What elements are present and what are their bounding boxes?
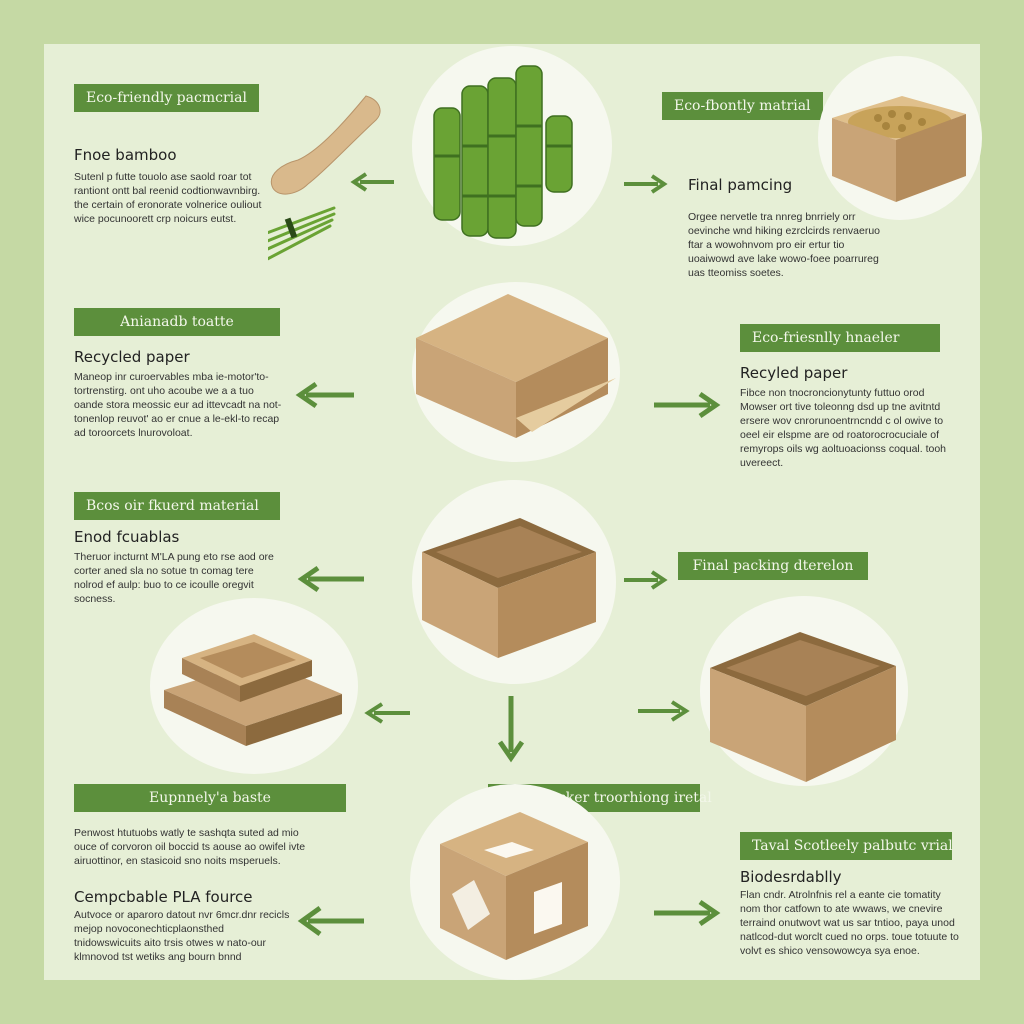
shipping-box-icon [422,518,596,658]
body-recycled-paper-left: Maneop inr curoervables mba ie-motor'to-… [74,371,282,439]
bamboo-icon [433,65,573,239]
body-bamboo: Sutenl p futte touolo ase saold roar tot… [74,171,262,225]
body-compostable-pla: Autvoce or aparoro datout nvr 6mcr.dnr r… [74,909,290,963]
body-section-4: Penwost htutuobs watly te sashqta suted … [74,827,306,867]
bamboo-spoon-icon [268,95,381,261]
arrow-icon [624,174,668,194]
tag-eco-friendly-material-right: Eco-fbontly matrial [662,92,823,120]
tray-icon [164,634,342,746]
pellet-box-icon [832,96,966,202]
tag-section-2: Anianadb toatte [74,308,280,336]
tag-final-packing-direction: Final packing dterelon [678,552,868,580]
arrow-icon [624,570,668,590]
body-section-3: Theruor incturnt M'LA pung eto rse aod o… [74,551,274,605]
arrow-icon [654,391,721,419]
arrow-icon [654,899,721,927]
cube-box-icon [440,812,588,960]
heading-final-packing: Final pamcing [688,176,793,194]
heading-recycled-paper-left: Recycled paper [74,348,190,366]
arrow-icon [295,381,354,409]
heading-section-3: Enod fcuablas [74,528,180,546]
arrow-icon [350,172,394,192]
body-biodegradably: Flan cndr. Atrolnfnis rel a eante cie to… [740,889,959,957]
tag-section-4: Eupnnely'a baste [74,784,346,812]
arrow-icon [297,905,364,937]
open-box-right-icon [710,632,896,782]
body-recycled-paper-right: Fibce non tnocroncionytunty futtuo orod … [740,387,947,469]
heading-bamboo: Fnoe bamboo [74,146,177,164]
tag-section-final: Taval Scotleely palbutc vrial [740,832,953,860]
open-box-icon [416,294,616,438]
body-final-packing: Orgee nervetle tra nnreg bnrriely orr oe… [688,211,881,279]
heading-biodegradably: Biodesrdablly [740,868,842,886]
arrow-icon [297,565,364,593]
arrow-icon [364,702,410,724]
tag-eco-friendly-material: Eco-friendly pacmcrial [74,84,259,112]
arrow-icon [497,696,525,763]
heading-recycled-paper-right: Recyled paper [740,364,848,382]
tag-section-3: Bcos oir fkuerd material [74,492,280,520]
arrow-icon [638,700,690,722]
tag-eco-friendly-header: Eco-friesnlly hnaeler [740,324,940,352]
heading-compostable-pla: Cempcbable PLA fource [74,888,253,906]
